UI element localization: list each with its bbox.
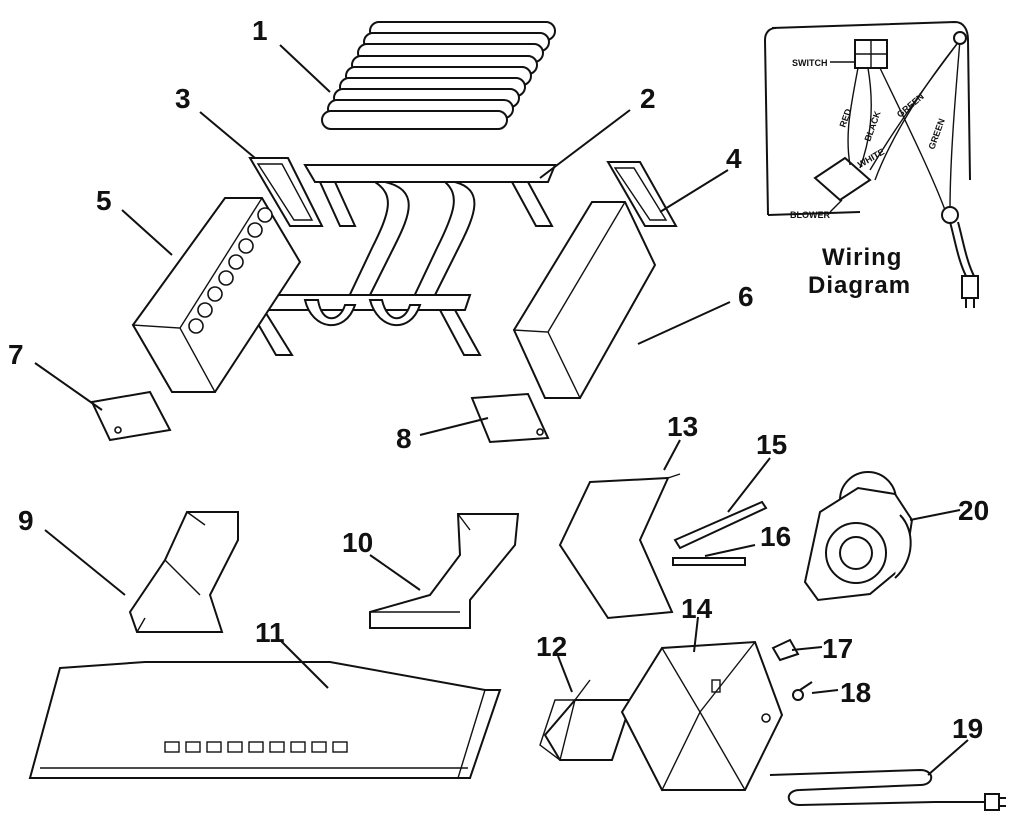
callout-17: 17 [822,633,853,664]
callout-7: 7 [8,339,24,370]
part-20-blower [803,471,914,602]
callout-4: 4 [726,143,742,174]
callout-15: 15 [756,429,787,460]
callout-5: 5 [96,185,112,216]
wiring-diagram-title-line2: Diagram [808,272,911,299]
wiring-blower-label: BLOWER [790,210,830,220]
callout-13: 13 [667,411,698,442]
callout-1: 1 [252,15,268,46]
callout-6: 6 [738,281,754,312]
callout-2: 2 [640,83,656,114]
callout-18: 18 [840,677,871,708]
wire-label-green-2: GREEN [926,117,946,151]
part-5-element-housing [131,197,302,393]
part-11-long-duct [28,661,502,779]
blower-motor-symbol [813,156,872,202]
part-15-strip [673,500,768,550]
leader-lines [34,44,969,776]
part-7-end-plate [90,390,172,442]
callout-3: 3 [175,83,191,114]
wiring-diagram: SWITCH BLOWER RED BLACK WHITE GREEN GREE… [764,20,979,308]
wiring-diagram-title-line1: Wiring [822,244,902,271]
callout-16: 16 [760,521,791,552]
part-3-bracket [248,157,324,227]
callout-12: 12 [536,631,567,662]
part-8-end-plate [470,392,550,444]
callout-9: 9 [18,505,34,536]
callout-labels: 1 2 3 4 5 6 7 8 9 10 11 12 13 14 15 16 1… [8,15,989,744]
part-18-screw [792,681,813,701]
wire-label-black: BLACK [862,109,882,142]
callout-11: 11 [255,617,285,648]
callout-10: 10 [342,527,373,558]
part-17-switch [771,638,800,662]
callout-20: 20 [958,495,989,526]
callout-14: 14 [681,593,713,624]
part-10-duct-elbow [369,513,520,629]
callout-19: 19 [952,713,983,744]
part-16-strip [672,557,746,566]
wire-label-green-1: GREEN [895,91,926,119]
wiring-switch-label: SWITCH [792,58,828,68]
part-9-duct-elbow [128,511,239,633]
part-14-open-box [620,640,784,792]
wire-label-red: RED [837,107,853,129]
part-4-bracket [606,161,678,227]
part-1-heating-tubes [321,21,556,130]
part-6-housing-box [512,201,657,399]
part-19-power-cord [769,768,1006,811]
part-13-shroud [558,473,681,620]
part-12-small-duct [539,679,634,762]
wire-label-white: WHITE [856,147,886,170]
callout-8: 8 [396,423,412,454]
wiring-plug [961,275,979,299]
